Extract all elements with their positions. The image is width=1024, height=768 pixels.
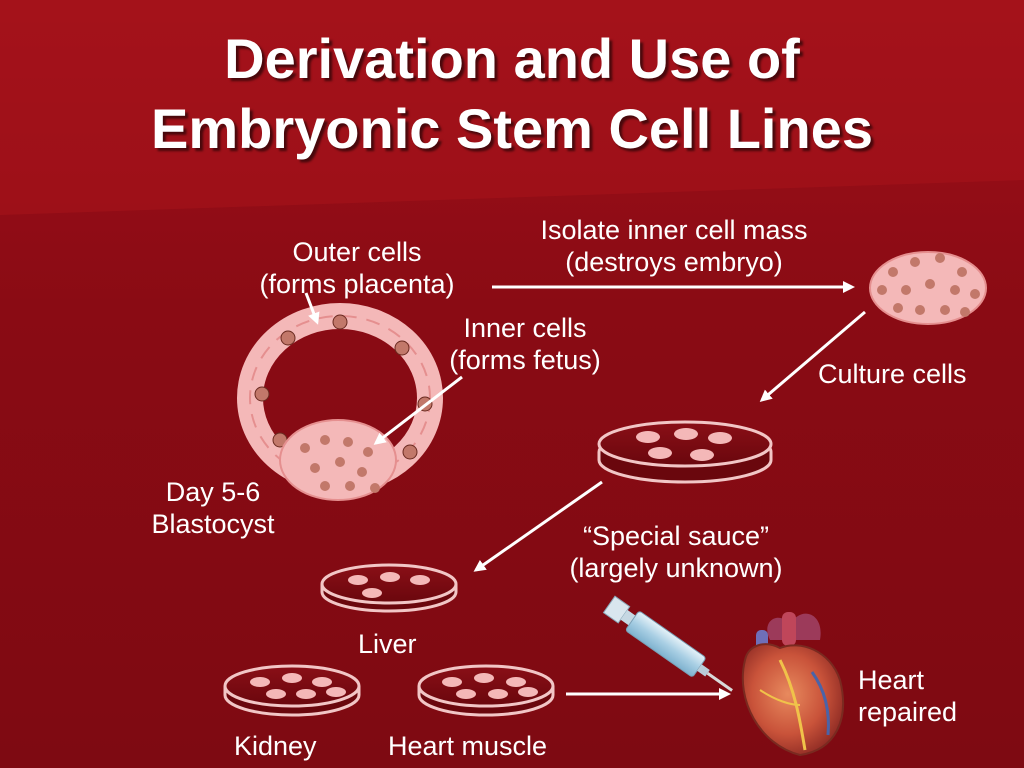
blastocyst-illustration <box>237 303 443 501</box>
arrow-inner-cells <box>373 375 463 445</box>
isolate-line2: (destroys embryo) <box>565 247 783 277</box>
blastocyst-line2: Blastocyst <box>151 509 275 539</box>
outer-cells-line2: (forms placenta) <box>259 269 455 299</box>
inner-cells-line2: (forms fetus) <box>449 345 601 375</box>
kidney-dish <box>223 664 361 717</box>
special-sauce-line2: (largely unknown) <box>569 553 783 583</box>
arrow-differentiate <box>473 480 603 572</box>
culture-dish <box>597 420 773 484</box>
heart-repaired-line1: Heart <box>858 665 925 695</box>
label-heart-repaired: Heart repaired <box>858 664 957 728</box>
outer-cells-line1: Outer cells <box>292 237 422 267</box>
label-kidney: Kidney <box>234 731 317 761</box>
label-inner-cells: Inner cells (forms fetus) <box>420 312 630 376</box>
slide-title: Derivation and Use of Embryonic Stem Cel… <box>0 24 1024 164</box>
flow-arrows <box>304 281 866 700</box>
label-liver: Liver <box>358 629 417 659</box>
label-heart-muscle: Heart muscle <box>388 731 548 761</box>
label-special-sauce: “Special sauce” (largely unknown) <box>536 520 816 584</box>
special-sauce-line1: “Special sauce” <box>582 521 770 551</box>
arrow-culture <box>759 310 866 402</box>
label-isolate-inner-cell-mass: Isolate inner cell mass (destroys embryo… <box>498 214 850 278</box>
title-line-1: Derivation and Use of <box>224 27 800 90</box>
isolate-line1: Isolate inner cell mass <box>540 215 808 245</box>
heart-muscle-dish <box>417 664 555 717</box>
label-blastocyst: Day 5-6 Blastocyst <box>130 476 296 540</box>
label-culture-cells: Culture cells <box>818 359 967 389</box>
label-outer-cells: Outer cells (forms placenta) <box>232 236 482 300</box>
arrow-outer-cells <box>304 292 320 325</box>
syringe-illustration <box>602 595 733 692</box>
title-line-2: Embryonic Stem Cell Lines <box>151 97 873 160</box>
liver-dish <box>320 563 458 613</box>
inner-cell-mass-cluster <box>869 251 987 325</box>
inner-cells-line1: Inner cells <box>463 313 587 343</box>
heart-repaired-line2: repaired <box>858 697 958 727</box>
blastocyst-line1: Day 5-6 <box>165 477 261 507</box>
heart-illustration <box>741 612 845 757</box>
